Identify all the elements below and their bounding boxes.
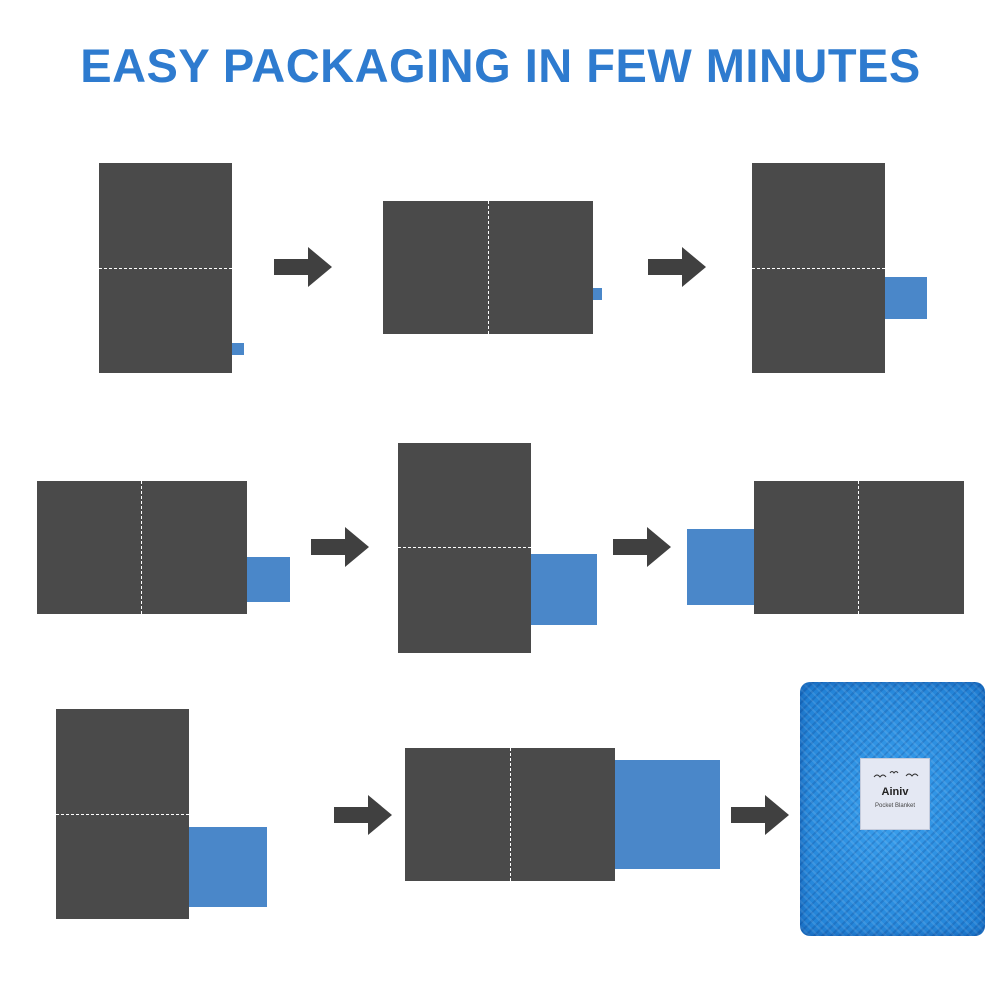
blanket-panel: [752, 163, 885, 373]
fold-line: [99, 268, 232, 269]
pocket-tab: [593, 288, 602, 300]
right-arrow-icon: [311, 527, 369, 567]
right-arrow-icon: [334, 795, 392, 835]
brand-name: Ainiv: [881, 786, 909, 798]
right-arrow-icon: [731, 795, 789, 835]
blanket-panel: [56, 709, 189, 919]
pocket-tab: [189, 827, 267, 907]
right-arrow-icon: [274, 247, 332, 287]
right-arrow-icon: [648, 247, 706, 287]
blanket-panel: [398, 443, 531, 653]
blanket-panel: [37, 481, 247, 614]
pocket-tab: [232, 343, 244, 355]
pocket-tab: [885, 277, 927, 319]
blanket-panel: [405, 748, 615, 881]
packaged-blanket: Ainiv Pocket Blanket: [800, 682, 985, 936]
right-arrow-icon: [613, 527, 671, 567]
pocket-tab: [247, 557, 290, 602]
fold-line: [141, 481, 142, 614]
fold-line: [398, 547, 531, 548]
blanket-panel: [383, 201, 593, 334]
blanket-panel: [754, 481, 964, 614]
birds-icon: [873, 771, 919, 778]
blanket-panel: [99, 163, 232, 373]
fold-line: [858, 481, 859, 614]
fold-line: [56, 814, 189, 815]
pocket-tab: [687, 529, 754, 605]
pocket-tab: [615, 760, 720, 869]
fold-line: [752, 268, 885, 269]
fold-line: [510, 748, 511, 881]
pocket-tab: [531, 554, 597, 625]
product-label-tag: Ainiv Pocket Blanket: [860, 758, 930, 830]
page-title: EASY PACKAGING IN FEW MINUTES: [80, 39, 921, 92]
product-label: Pocket Blanket: [874, 803, 916, 809]
fold-line: [488, 201, 489, 334]
